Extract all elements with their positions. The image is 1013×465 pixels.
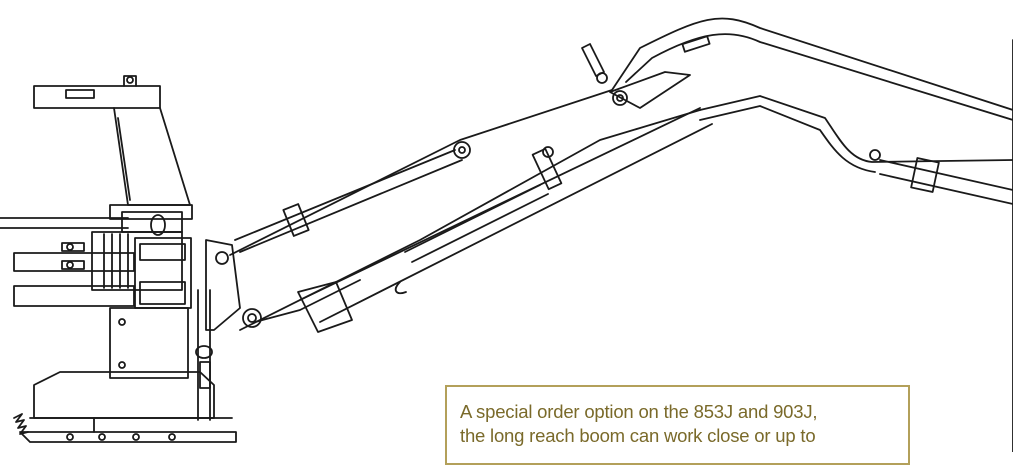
boom-illustration (0, 17, 1013, 452)
felling-head (0, 75, 262, 443)
caption-box: A special order option on the 853J and 9… (445, 385, 910, 465)
boom-stick (229, 17, 1013, 331)
caption-line-2: the long reach boom can work close or up… (460, 425, 816, 446)
hydraulic-cylinders (234, 39, 1013, 452)
caption-line-1: A special order option on the 853J and 9… (460, 401, 818, 422)
